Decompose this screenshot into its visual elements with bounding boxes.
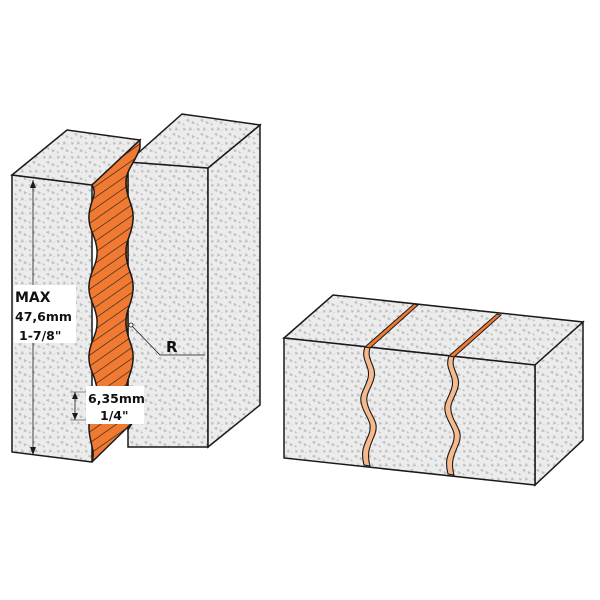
height-in-label: 1-7/8" (19, 328, 61, 343)
back-block (126, 113, 262, 449)
joint-1 (360, 303, 420, 467)
pitch-in-label: 1/4" (100, 408, 128, 423)
joint-2 (444, 313, 503, 476)
radius-leader (128, 322, 205, 356)
pitch-mm-label: 6,35mm (88, 391, 145, 406)
height-mm-label: 47,6mm (15, 309, 72, 324)
left-assembly: MAX 47,6mm 1-7/8" 6,35mm 1/4" R (10, 113, 262, 463)
pitch-label-bg (86, 386, 144, 424)
radius-label: R (166, 338, 178, 356)
max-label: MAX (15, 290, 51, 306)
height-label-bg (14, 285, 76, 343)
right-assembly (282, 294, 585, 487)
